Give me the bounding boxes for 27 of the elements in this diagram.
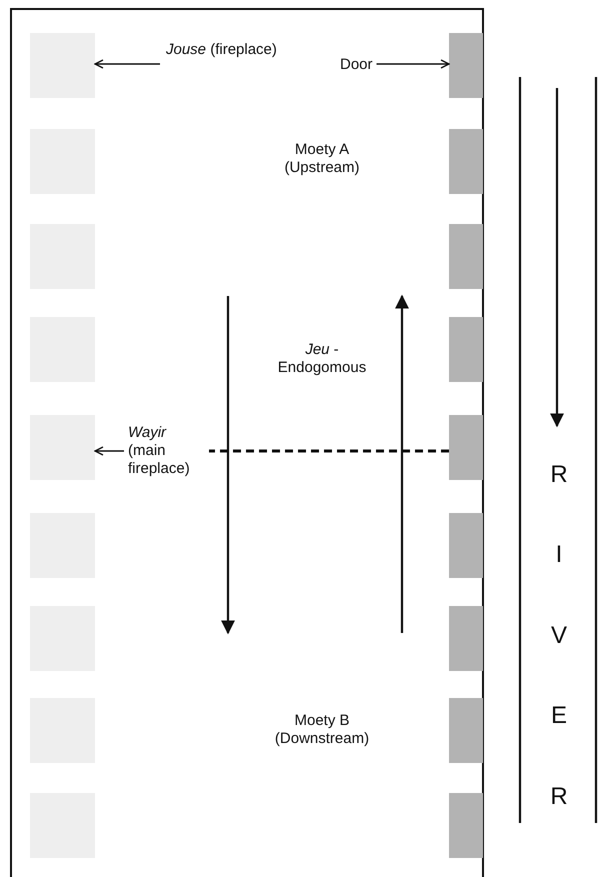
door-block [449,129,483,194]
arrow [376,59,450,69]
arrow [94,446,124,456]
dashed-line [209,450,449,452]
door-block [449,33,483,98]
text-label: Moety B (Downstream) [274,712,370,748]
fireplace-square [30,33,95,98]
text-label: Moety A (Upstream) [283,141,360,177]
arrow [94,59,160,69]
text-label: Jouse (fireplace) [160,37,281,63]
fireplace-square [30,415,95,480]
river-letter: R [549,784,569,810]
door-block [449,793,483,858]
door-block [449,415,483,480]
text-label: Wayir (main fireplace) [124,420,209,482]
river-letter: E [550,703,568,729]
river-letter: I [554,542,564,568]
text-label: Door [334,54,377,76]
river-letter: V [550,623,568,649]
door-block [449,224,483,289]
door-block [449,513,483,578]
river-letter: R [549,462,569,488]
house-outline [10,8,484,877]
door-block [449,317,483,382]
door-block [449,606,483,671]
door-block [449,698,483,763]
text-label: Jeu - Endogomous [276,341,368,377]
